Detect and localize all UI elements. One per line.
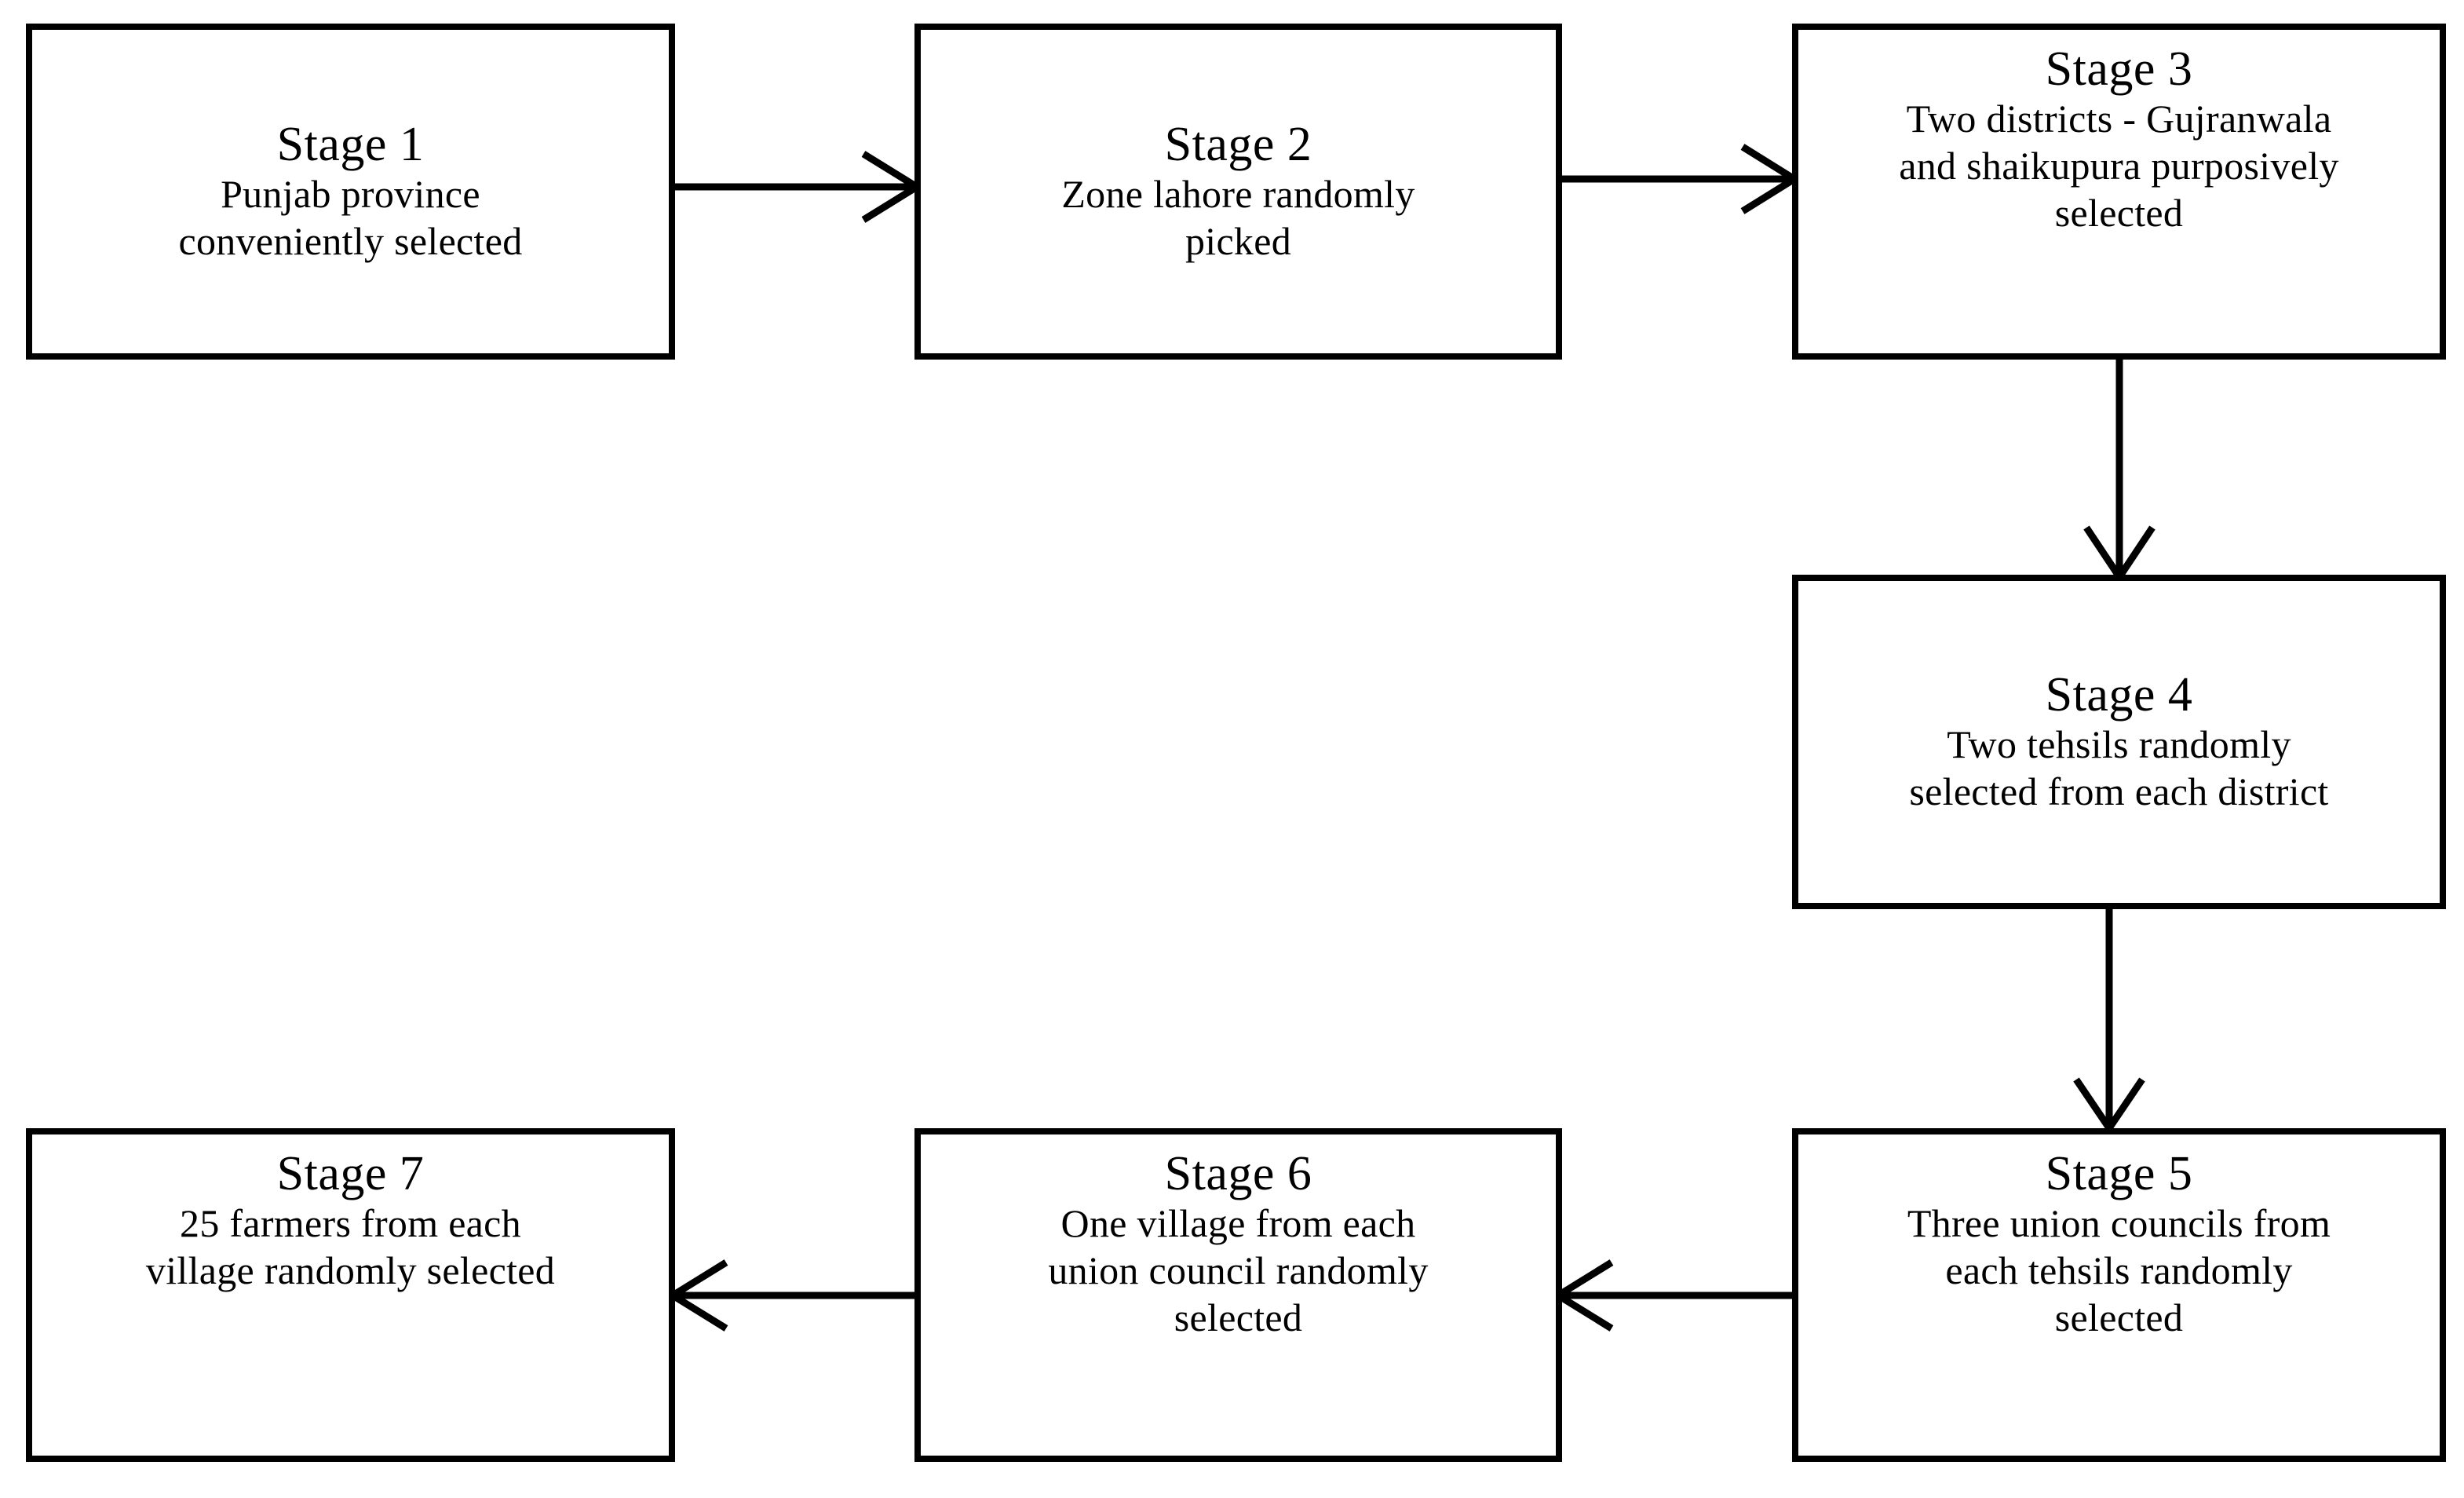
stage-3-title: Stage 3 bbox=[2045, 42, 2193, 96]
stage-box-5[interactable]: Stage 5 Three union councils from each t… bbox=[1792, 1128, 2446, 1462]
stage-7-description-line-1: 25 farmers from each bbox=[180, 1201, 521, 1246]
stage-4-description-line-2: selected from each district bbox=[1909, 769, 2329, 814]
stage-1-title: Stage 1 bbox=[276, 117, 425, 171]
stage-2-description-line-1: Zone lahore randomly bbox=[1061, 172, 1415, 217]
stage-box-7[interactable]: Stage 7 25 farmers from each village ran… bbox=[26, 1128, 675, 1462]
stage-box-1[interactable]: Stage 1 Punjab province conveniently sel… bbox=[26, 24, 675, 360]
arrow-stage4-stage5 bbox=[2073, 908, 2145, 1135]
stage-5-title: Stage 5 bbox=[2045, 1147, 2193, 1200]
stage-3-description-line-2: and shaikupura purposively bbox=[1899, 144, 2339, 188]
stage-box-6[interactable]: Stage 6 One village from each union coun… bbox=[914, 1128, 1562, 1462]
stage-4-title: Stage 4 bbox=[2045, 667, 2193, 722]
stage-3-description-line-3: selected bbox=[2054, 191, 2184, 236]
stage-6-description-line-2: union council randomly bbox=[1048, 1248, 1429, 1293]
stage-5-description-line-2: each tehsils randomly bbox=[1945, 1248, 2293, 1293]
stage-2-title: Stage 2 bbox=[1164, 117, 1312, 171]
stage-1-description-line-1: Punjab province bbox=[221, 172, 480, 217]
stage-7-title: Stage 7 bbox=[276, 1147, 425, 1200]
stage-box-3[interactable]: Stage 3 Two districts - Gujranwala and s… bbox=[1792, 24, 2446, 360]
stage-6-title: Stage 6 bbox=[1164, 1147, 1312, 1200]
arrow-stage2-stage3 bbox=[1561, 144, 1801, 214]
arrow-stage1-stage2 bbox=[673, 151, 924, 223]
stage-5-description-line-3: selected bbox=[2054, 1295, 2184, 1340]
stage-5-description-line-1: Three union councils from bbox=[1907, 1201, 2331, 1246]
stage-6-description-line-3: selected bbox=[1174, 1295, 1303, 1340]
stage-3-description-line-1: Two districts - Gujranwala bbox=[1906, 97, 2332, 141]
arrow-stage5-stage6 bbox=[1551, 1259, 1794, 1332]
arrow-stage3-stage4 bbox=[2083, 358, 2156, 584]
stage-box-4[interactable]: Stage 4 Two tehsils randomly selected fr… bbox=[1792, 575, 2446, 909]
stage-box-2[interactable]: Stage 2 Zone lahore randomly picked bbox=[914, 24, 1562, 360]
stage-6-description-line-1: One village from each bbox=[1060, 1201, 1416, 1246]
stage-4-description-line-1: Two tehsils randomly bbox=[1947, 722, 2291, 767]
arrow-stage6-stage7 bbox=[666, 1259, 917, 1332]
stage-1-description-line-2: conveniently selected bbox=[178, 219, 523, 264]
stage-7-description-line-2: village randomly selected bbox=[145, 1248, 556, 1293]
stage-2-description-line-2: picked bbox=[1185, 219, 1292, 264]
